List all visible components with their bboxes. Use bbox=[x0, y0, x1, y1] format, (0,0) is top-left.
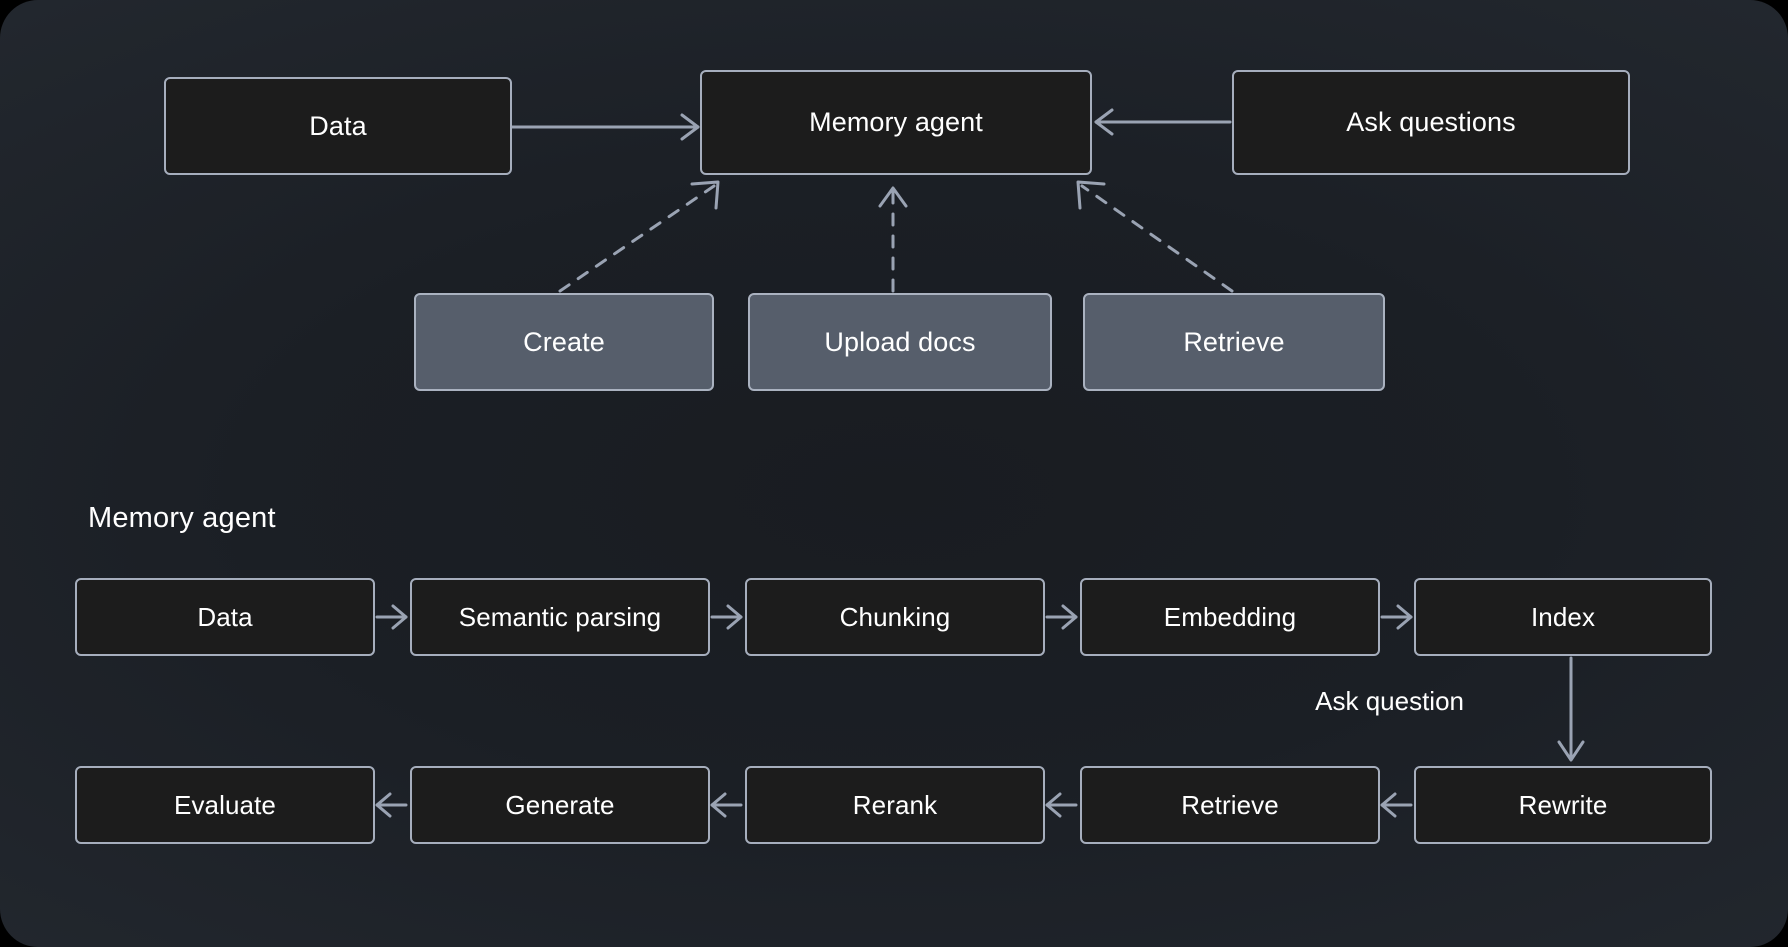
node-pipeline-generate[interactable]: Generate bbox=[410, 766, 710, 844]
edge-ask-questions-to-memory-agent bbox=[1094, 108, 1232, 136]
edge-p-rewrite-to-p-retrieve bbox=[1380, 792, 1413, 818]
pipeline-title: Memory agent bbox=[88, 502, 276, 534]
node-pipeline-rewrite[interactable]: Rewrite bbox=[1414, 766, 1712, 844]
edge-p-chunking-to-p-embedding bbox=[1045, 604, 1078, 630]
edge-retrieve-to-memory-agent bbox=[1076, 180, 1234, 293]
node-pipeline-retrieve[interactable]: Retrieve bbox=[1080, 766, 1380, 844]
node-pipeline-data[interactable]: Data bbox=[75, 578, 375, 656]
node-upload-docs[interactable]: Upload docs bbox=[748, 293, 1052, 391]
node-pipeline-rerank[interactable]: Rerank bbox=[745, 766, 1045, 844]
node-data[interactable]: Data bbox=[164, 77, 512, 175]
node-pipeline-index[interactable]: Index bbox=[1414, 578, 1712, 656]
edge-p-semantic-to-p-chunking bbox=[710, 604, 743, 630]
node-create[interactable]: Create bbox=[414, 293, 714, 391]
edge-p-retrieve-to-p-rerank bbox=[1045, 792, 1078, 818]
node-retrieve[interactable]: Retrieve bbox=[1083, 293, 1385, 391]
edge-p-index-to-p-rewrite bbox=[1557, 656, 1585, 762]
edge-p-embedding-to-p-index bbox=[1380, 604, 1413, 630]
node-pipeline-semantic-parsing[interactable]: Semantic parsing bbox=[410, 578, 710, 656]
edge-p-generate-to-p-evaluate bbox=[375, 792, 408, 818]
node-ask-questions[interactable]: Ask questions bbox=[1232, 70, 1630, 175]
node-pipeline-embedding[interactable]: Embedding bbox=[1080, 578, 1380, 656]
edge-upload-docs-to-memory-agent bbox=[878, 186, 908, 293]
node-pipeline-evaluate[interactable]: Evaluate bbox=[75, 766, 375, 844]
node-memory-agent[interactable]: Memory agent bbox=[700, 70, 1092, 175]
edge-label-ask-question: Ask question bbox=[1315, 686, 1464, 716]
edge-data-to-memory-agent bbox=[510, 113, 700, 141]
edge-create-to-memory-agent bbox=[558, 180, 720, 293]
edge-p-data-to-p-semantic bbox=[375, 604, 408, 630]
edge-p-rerank-to-p-generate bbox=[710, 792, 743, 818]
node-pipeline-chunking[interactable]: Chunking bbox=[745, 578, 1045, 656]
